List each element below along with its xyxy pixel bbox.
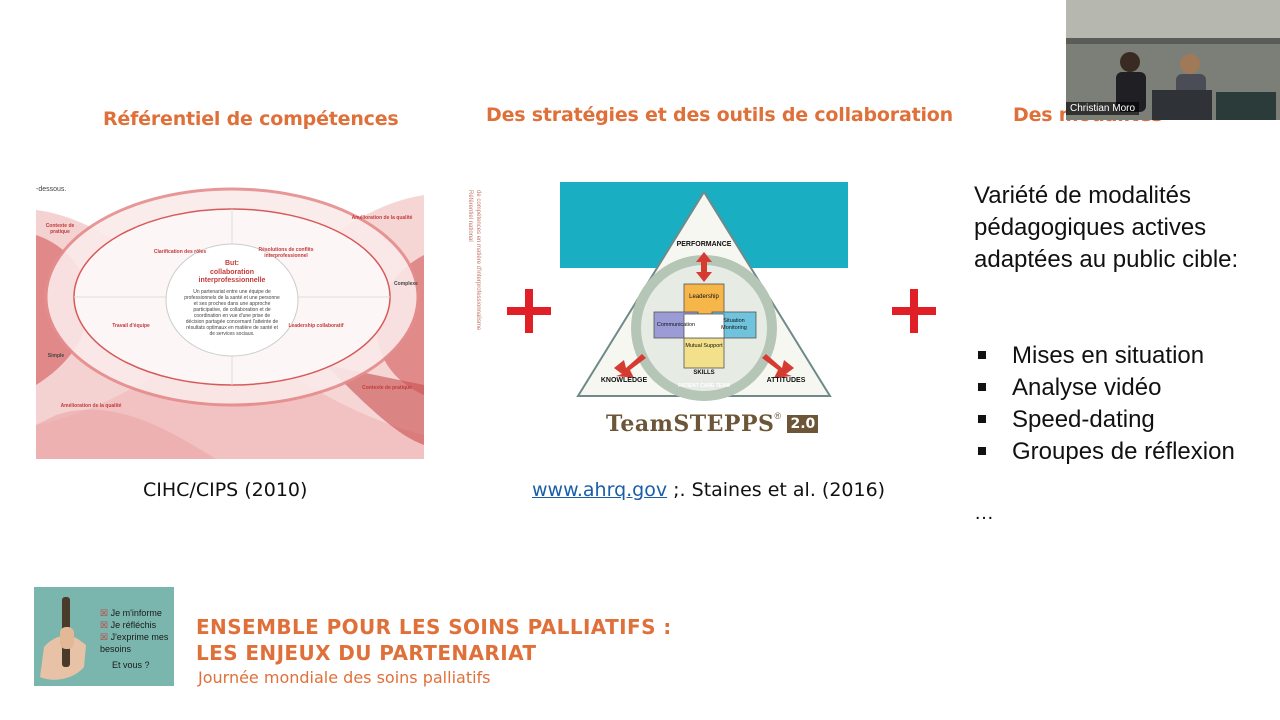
modalities-list: Mises en situation Analyse vidéo Speed-d… — [976, 340, 1272, 468]
framework-q4: Leadership collaboratif — [288, 323, 344, 329]
ahrq-link[interactable]: www.ahrq.gov — [532, 479, 668, 501]
teamstepps-logo: TeamSTEPPS® 2.0 — [606, 411, 819, 437]
event-thumbnail: ☒ Je m'informe ☒ Je réfléchis ☒ J'exprim… — [34, 587, 174, 686]
list-item: Speed-dating — [976, 404, 1272, 436]
modalities-ellipsis: … — [974, 502, 994, 524]
title-referentiel: Référentiel de compétences — [103, 108, 399, 130]
caption-strategies: www.ahrq.gov ;. Staines et al. (2016) — [532, 479, 885, 501]
ts-communication: Communication — [656, 322, 696, 328]
vertical-text-2: de compétences en matière d'interprofess… — [475, 190, 481, 331]
bullet-square-icon — [978, 351, 986, 359]
vertical-text-strip: Référentiel national de compétences en m… — [466, 190, 486, 380]
teamstepps-image: PERFORMANCE KNOWLEDGE ATTITUDES SKILLS P… — [560, 182, 848, 442]
framework-corner-text: -dessous. — [36, 186, 67, 193]
framework-right-mid: Complexe — [394, 281, 418, 287]
framework-q1: Clarification des rôles — [153, 249, 207, 255]
video-frame — [1066, 0, 1280, 120]
footer-title-line2: LES ENJEUX DU PARTENARIAT — [196, 641, 537, 665]
list-item: Groupes de réflexion — [976, 436, 1272, 468]
ts-performance: PERFORMANCE — [676, 241, 732, 248]
framework-goal-subtitle: collaboration interprofessionnelle — [198, 269, 266, 284]
vertical-text-1: Référentiel national — [467, 190, 473, 242]
list-item: ☒ Je réfléchis — [100, 620, 157, 630]
framework-goal-title: But: — [225, 260, 239, 267]
ts-brand: TeamSTEPPS — [606, 411, 775, 437]
plus-icon-2 — [892, 289, 936, 333]
list-item: Mises en situation — [976, 340, 1272, 372]
footer-title-line1: ENSEMBLE POUR LES SOINS PALLIATIFS : — [196, 615, 672, 639]
framework-q2: Résolutions de conflits interprofessionn… — [258, 247, 314, 259]
ts-leadership: Leadership — [689, 294, 719, 300]
list-item: ☒ J'exprime mes besoins — [100, 632, 169, 654]
bullet-square-icon — [978, 447, 986, 455]
list-item: Analyse vidéo — [976, 372, 1272, 404]
thumbnail-checklist: ☒ Je m'informe ☒ Je réfléchis ☒ J'exprim… — [100, 607, 172, 671]
framework-diagram — [36, 185, 424, 459]
ts-mutual-support: Mutual Support — [685, 343, 723, 349]
framework-right-top: Amélioration de la qualité — [351, 215, 413, 221]
framework-left-bottom: Amélioration de la qualité — [60, 403, 122, 409]
framework-left-mid: Simple — [47, 353, 65, 359]
modalities-intro: Variété de modalités pédagogiques active… — [974, 182, 1239, 273]
teamstepps-diagram — [560, 182, 848, 438]
competency-framework-image: -dessous. But: collaboration interprofes… — [36, 185, 424, 459]
ts-patient-care-team: PATIENT CARE TEAM — [678, 383, 730, 389]
framework-q3: Travail d'équipe — [112, 323, 150, 329]
ts-skills: SKILLS — [693, 370, 715, 376]
ts-situation-monitoring: Situation Monitoring — [721, 318, 747, 331]
thumbnail-question: Et vous ? — [112, 660, 150, 670]
video-tile[interactable]: Christian Moro — [1066, 0, 1280, 120]
bullet-square-icon — [978, 383, 986, 391]
framework-goal-text: Un partenariat entre une équipe de profe… — [184, 289, 280, 337]
caption-cihc: CIHC/CIPS (2010) — [143, 479, 308, 501]
ts-version-badge: 2.0 — [787, 415, 819, 433]
caption-strategies-rest: ;. Staines et al. (2016) — [667, 479, 886, 501]
ts-attitudes: ATTITUDES — [766, 377, 806, 384]
ts-knowledge: KNOWLEDGE — [600, 377, 648, 384]
footer-subtitle: Journée mondiale des soins palliatifs — [198, 668, 491, 687]
hand-pencil-image — [34, 587, 174, 686]
framework-right-bottom: Contexte de pratique — [362, 385, 412, 391]
speaker-name-label: Christian Moro — [1066, 102, 1140, 115]
framework-left-top: Contexte de pratique — [45, 223, 75, 235]
plus-icon-1 — [507, 289, 551, 333]
list-item: ☒ Je m'informe — [100, 608, 162, 618]
bullet-square-icon — [978, 415, 986, 423]
title-strategies: Des stratégies et des outils de collabor… — [486, 104, 953, 126]
